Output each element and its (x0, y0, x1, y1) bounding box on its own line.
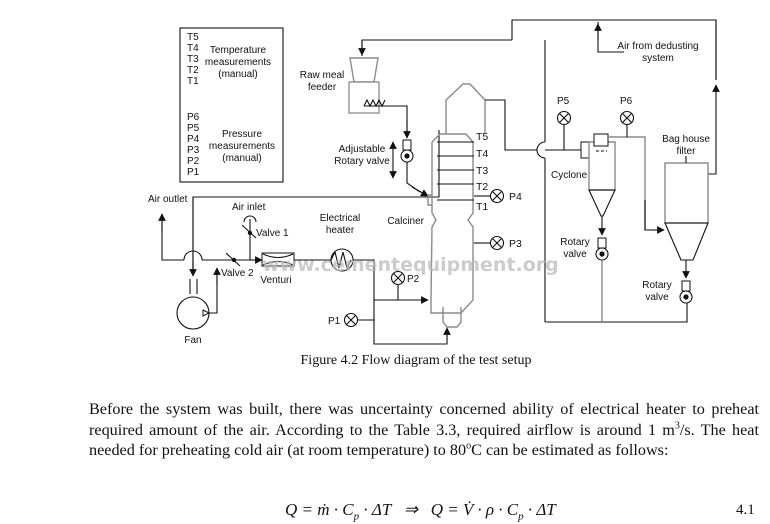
cyclone-rotary-valve-icon (595, 237, 609, 261)
label-p2: P2 (407, 274, 420, 285)
fan: Fan (176, 279, 211, 346)
measurement-legend-box: T5 T4 T3 T2 T1 Temperature measurements … (179, 27, 284, 183)
label-heater-2: heater (326, 225, 355, 236)
pressure-gauge-p6-icon (619, 110, 635, 126)
label-air-outlet: Air outlet (148, 194, 188, 205)
equation-number: 4.1 (736, 502, 755, 518)
raw-meal-feeder: Raw meal feeder (300, 57, 388, 114)
label-t4: T4 (476, 148, 488, 160)
equation: Q = ṁ · Cp · ΔT ⇒ Q = V̇ · ρ · Cp · ΔT (285, 500, 556, 523)
label-t2: T2 (476, 181, 488, 193)
screw-conveyor-icon (363, 98, 386, 108)
label-p5: P5 (557, 96, 570, 107)
valve-2-icon (225, 252, 241, 267)
label-valve2: Valve 2 (221, 268, 254, 279)
label-venturi: Venturi (260, 275, 291, 286)
air-inlet-hood-icon (243, 215, 257, 223)
legend-pres-label-2: measurements (209, 141, 275, 152)
legend-temp-label-3: (manual) (218, 69, 257, 80)
legend-t2: T2 (187, 65, 199, 76)
legend-t3: T3 (187, 54, 199, 65)
legend-p1: P1 (187, 167, 200, 178)
label-p4: P4 (509, 191, 522, 203)
pressure-gauge-p3-icon (489, 235, 505, 251)
pressure-gauge-p5-icon (556, 110, 572, 126)
label-air-inlet: Air inlet (232, 202, 266, 213)
label-raw-meal-1: Raw meal (300, 70, 344, 81)
flow-diagram: T5 T4 T3 T2 T1 Temperature measurements … (148, 19, 720, 346)
legend-p5: P5 (187, 123, 200, 134)
bag-house-filter: Bag house filter (662, 134, 710, 261)
label-fan: Fan (184, 335, 201, 346)
paragraph-sup-cubic: 3 (674, 420, 680, 432)
valve-1-icon (241, 224, 257, 239)
label-air-from-dedusting-1: Air from dedusting (617, 41, 698, 52)
label-p6: P6 (620, 96, 633, 107)
label-t1: T1 (476, 201, 488, 213)
legend-pres-label-3: (manual) (222, 153, 261, 164)
equation-sub-p1: p (353, 510, 360, 523)
label-air-from-dedusting-2: system (642, 53, 674, 64)
label-calciner: Calciner (387, 216, 424, 227)
paragraph-sup-degree: o (466, 440, 472, 452)
duct-top-feed (361, 39, 512, 56)
adjustable-rotary-valve-icon (400, 139, 414, 163)
filter-rotary-valve-icon (679, 280, 693, 304)
duct-crossover (536, 141, 546, 159)
legend-t5: T5 (187, 32, 199, 43)
calciner: T5 T4 T3 T2 T1 Calciner (387, 83, 488, 328)
figure-caption: Figure 4.2 Flow diagram of the test setu… (0, 353, 770, 369)
label-bag-house-1: Bag house (662, 134, 710, 145)
label-raw-meal-2: feeder (308, 82, 337, 93)
label-filter-rotary-1: Rotary (642, 280, 671, 291)
pressure-tags: P6 P5 P4 P3 P2 P1 (187, 112, 200, 178)
cyclone: Cyclone (551, 133, 616, 217)
label-bag-house-2: filter (677, 146, 697, 157)
legend-p6: P6 (187, 112, 200, 123)
temperature-tags: T5 T4 T3 T2 T1 (187, 32, 199, 87)
legend-p4: P4 (187, 134, 200, 145)
legend-temp-label-2: measurements (205, 57, 271, 68)
label-filter-rotary-2: valve (645, 292, 669, 303)
legend-t1: T1 (187, 76, 199, 87)
label-t3: T3 (476, 165, 488, 177)
legend-temp-label-1: Temperature (210, 45, 267, 56)
paragraph-text-1: Before the system was built, there was u… (89, 400, 759, 439)
paragraph-text-3: C can be estimated as follows: (471, 441, 669, 459)
label-cyclone-rotary-1: Rotary (560, 237, 589, 248)
legend-p2: P2 (187, 156, 200, 167)
watermark: www.cementequipment.org (262, 254, 559, 276)
legend-pres-label-1: Pressure (222, 129, 262, 140)
paragraph-text-2: /s. The heat needed for preheating cold … (89, 420, 759, 460)
legend-p3: P3 (187, 145, 200, 156)
equation-right: · ΔT (523, 500, 556, 519)
equation-mid: · ΔT ⇒ Q = V̇ · ρ · C (359, 500, 519, 519)
label-adjustable-1: Adjustable (339, 144, 386, 155)
legend-t4: T4 (187, 43, 199, 54)
venturi: Venturi (260, 252, 295, 286)
equation-left: Q = ṁ · C (285, 500, 354, 519)
label-valve1: Valve 1 (256, 228, 289, 239)
body-paragraph: Before the system was built, there was u… (89, 399, 759, 461)
label-p1: P1 (328, 316, 341, 327)
pressure-gauge-p4-icon (489, 188, 505, 204)
label-cyclone-rotary-2: valve (563, 249, 587, 260)
pressure-gauge-p1-icon (343, 312, 359, 328)
equation-sub-p2: p (518, 510, 524, 523)
label-adjustable-2: Rotary valve (334, 156, 390, 167)
label-p3: P3 (509, 238, 522, 250)
label-cyclone: Cyclone (551, 170, 588, 181)
figure-caption-text: Figure 4.2 Flow diagram of the test setu… (300, 353, 532, 368)
label-heater-1: Electrical (320, 213, 361, 224)
label-t5: T5 (476, 131, 488, 143)
